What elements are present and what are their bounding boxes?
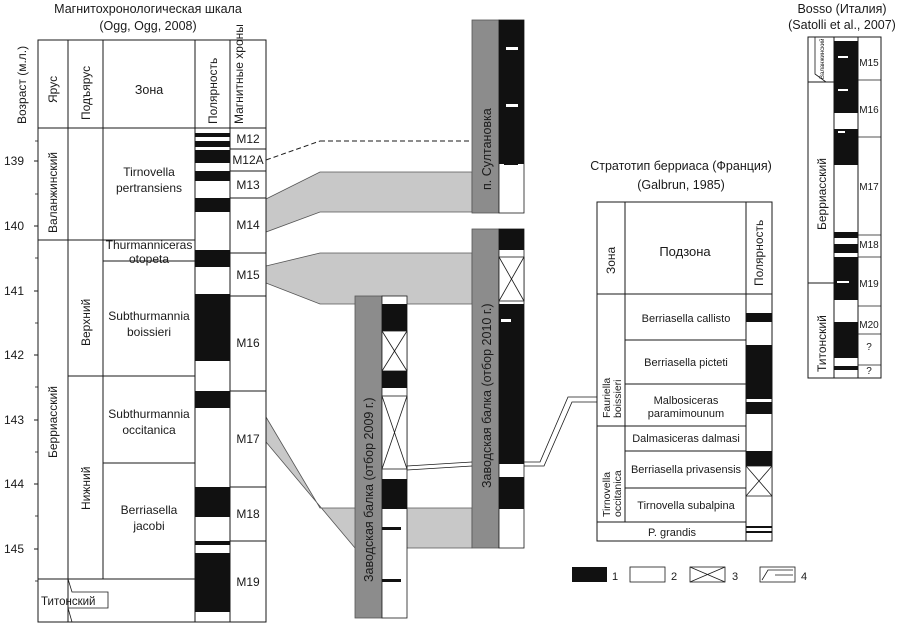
stage-berriasian: Берриасский bbox=[46, 386, 60, 458]
age-145: 145 bbox=[4, 542, 24, 556]
chron-m19: M19 bbox=[236, 575, 260, 589]
bosso-stage-valanginian: Валанжинский bbox=[819, 39, 826, 80]
header-stage: Ярус bbox=[46, 76, 60, 103]
correlation-band-m14-sultanovka bbox=[265, 171, 473, 233]
chron-m13: M13 bbox=[236, 178, 260, 192]
chron-m17: M17 bbox=[236, 432, 260, 446]
legend-swatch-reversed bbox=[629, 566, 666, 583]
scale-source: (Ogg, Ogg, 2008) bbox=[99, 19, 196, 33]
stratotype-zone-occitanica: Tirnovellaoccitanica bbox=[601, 470, 624, 517]
sultanovka-label: п. Султановка bbox=[480, 108, 494, 190]
bosso-chron-m17: M17 bbox=[859, 182, 879, 193]
bosso-source: (Satolli et al., 2007) bbox=[788, 18, 896, 32]
substage-lower: Нижний bbox=[79, 467, 93, 510]
stratotype-header-zone: Зона bbox=[604, 246, 618, 274]
bosso-chron-m15: M15 bbox=[859, 58, 879, 69]
bosso-chron-m16: M16 bbox=[859, 105, 879, 116]
stratotype-header-polarity: Полярность bbox=[752, 220, 766, 286]
chron-m15: M15 bbox=[236, 268, 260, 282]
header-zone: Зона bbox=[135, 83, 163, 97]
chron-m12: M12 bbox=[236, 132, 260, 146]
bosso-stage-berriasian: Берриасский bbox=[815, 158, 829, 230]
chron-m18: M18 bbox=[236, 507, 260, 521]
legend-label-4: 4 bbox=[801, 571, 807, 583]
stratotype-source: (Galbrun, 1985) bbox=[637, 178, 725, 192]
zav2010-bar bbox=[471, 228, 500, 549]
subzone-privasensis: Berriasella privasensis bbox=[631, 464, 742, 476]
age-142: 142 bbox=[4, 348, 24, 362]
header-substage: Подъярус bbox=[79, 66, 93, 120]
stage-valanginian: Валанжинский bbox=[46, 152, 60, 233]
scale-table bbox=[37, 39, 267, 623]
header-polarity: Полярность bbox=[206, 58, 220, 124]
bosso-chron-m20: M20 bbox=[859, 320, 879, 331]
sultanovka-polarity bbox=[498, 19, 525, 214]
bosso-chron-q2: ? bbox=[866, 366, 872, 377]
zav2009-bar bbox=[354, 295, 383, 619]
age-141: 141 bbox=[4, 284, 24, 298]
zav2009-label: Заводская балка (отбор 2009 г.) bbox=[362, 398, 376, 583]
chron-m14: M14 bbox=[236, 218, 260, 232]
age-139: 139 bbox=[4, 154, 24, 168]
scale-title: Магнитохронологическая шкала bbox=[54, 2, 242, 16]
bosso-chron-m19: M19 bbox=[859, 279, 879, 290]
stage-tithonian: Титонский bbox=[41, 596, 95, 608]
scale-polarity-column bbox=[195, 133, 230, 612]
bosso-chron-q1: ? bbox=[866, 342, 872, 353]
legend-label-1: 1 bbox=[612, 571, 618, 583]
legend-label-2: 2 bbox=[671, 571, 677, 583]
sultanovka-bar bbox=[471, 19, 500, 214]
subzone-dalmasi: Dalmasiceras dalmasi bbox=[632, 433, 740, 445]
legend: 1 2 3 4 bbox=[572, 566, 807, 583]
chron-m12a: M12A bbox=[232, 153, 263, 167]
stratotype-polarity bbox=[745, 313, 773, 533]
subzone-grandis: P. grandis bbox=[648, 527, 697, 539]
stratotype-title: Стратотип берриаса (Франция) bbox=[590, 159, 772, 173]
bosso-polarity bbox=[834, 41, 858, 370]
bosso-stage-tithonian: Титонский bbox=[815, 315, 829, 372]
substage-upper: Верхний bbox=[79, 299, 93, 346]
age-140: 140 bbox=[4, 219, 24, 233]
zav2010-polarity bbox=[498, 228, 525, 549]
chron-m16: M16 bbox=[236, 336, 260, 350]
age-143: 143 bbox=[4, 413, 24, 427]
bosso-chron-m18: M18 bbox=[859, 240, 879, 251]
legend-label-3: 3 bbox=[732, 571, 738, 583]
legend-swatch-boundary bbox=[759, 566, 796, 583]
subzone-picteti: Berriasella picteti bbox=[644, 357, 728, 369]
subzone-subalpina: Tirnovella subalpina bbox=[637, 500, 735, 512]
zav2010-label: Заводская балка (отбор 2010 г.) bbox=[480, 304, 494, 489]
age-144: 144 bbox=[4, 477, 24, 491]
stratotype-zone-boissieri: Fauriellaboissieri bbox=[601, 378, 624, 418]
subzone-callisto: Berriasella callisto bbox=[642, 313, 731, 325]
bosso-title: Bosso (Италия) bbox=[797, 2, 886, 16]
header-chrons: Магнитные хроны bbox=[232, 24, 246, 124]
age-ticks bbox=[34, 140, 38, 582]
stratotype-header-subzone: Подзона bbox=[659, 244, 711, 259]
correlation-dashed-m12 bbox=[265, 140, 321, 161]
header-age: Возраст (м.л.) bbox=[15, 46, 29, 124]
legend-swatch-normal bbox=[572, 567, 607, 582]
zav2009-polarity bbox=[381, 295, 408, 619]
